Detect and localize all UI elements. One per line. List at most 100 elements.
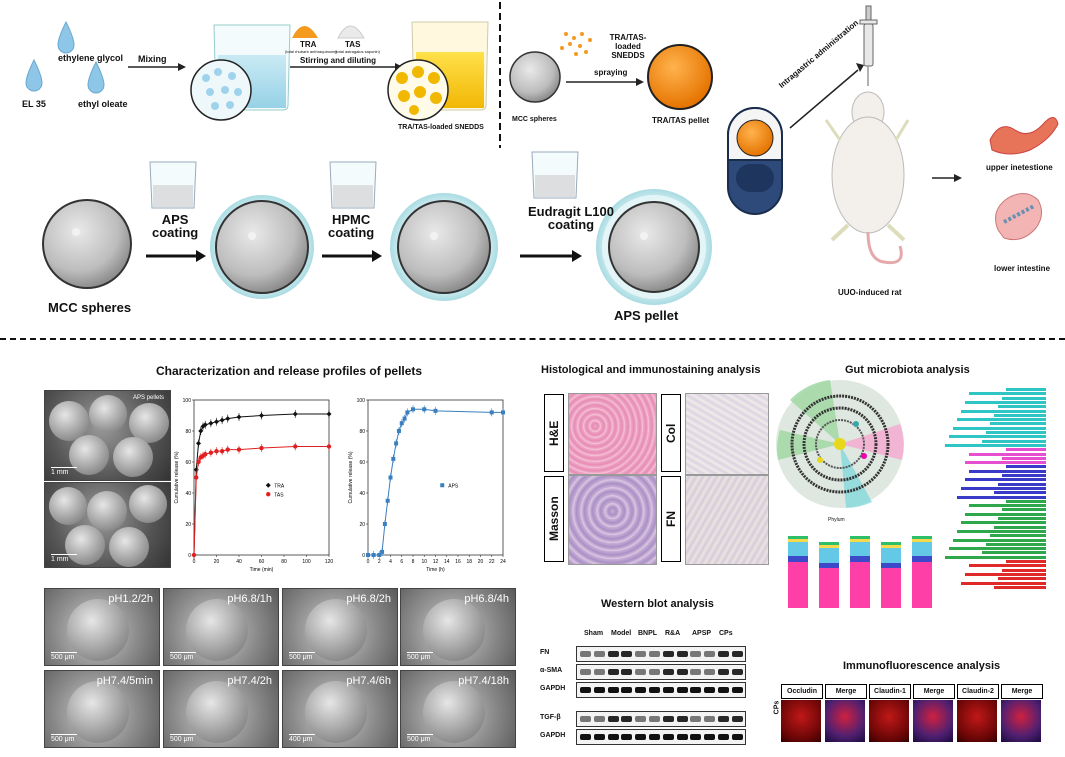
lefse-bar bbox=[957, 529, 1046, 533]
data-point bbox=[293, 444, 298, 449]
tra-label: TRA bbox=[300, 40, 317, 49]
lefse-bar bbox=[961, 521, 1046, 525]
lefse-bar bbox=[945, 443, 1046, 447]
sem-ph-scale: 500 μm bbox=[51, 736, 75, 743]
y-tick-label: 40 bbox=[359, 491, 365, 497]
sem-ph-scale: 400 μm bbox=[289, 736, 313, 743]
sem-scale-2: 1 mm bbox=[51, 556, 69, 563]
sem-scale-1: 1 mm bbox=[51, 469, 69, 476]
wb-group-label: Sham bbox=[584, 630, 604, 637]
lefse-bar bbox=[969, 392, 1046, 396]
mixing-label: Mixing bbox=[138, 54, 167, 64]
if-image bbox=[869, 700, 909, 742]
stirring-label: Stirring and diluting bbox=[300, 56, 376, 65]
hist-fn-image bbox=[685, 475, 769, 565]
spraying-label: spraying bbox=[594, 68, 628, 77]
sem-ph-label: pH1.2/2h bbox=[108, 593, 153, 605]
x-tick-label: 40 bbox=[236, 559, 242, 565]
data-point bbox=[259, 445, 264, 451]
phylum-bar bbox=[850, 536, 870, 608]
lefse-bar bbox=[969, 504, 1046, 508]
x-tick-label: 20 bbox=[478, 559, 484, 565]
x-tick-label: 60 bbox=[259, 559, 265, 565]
mcc-small-label: MCC spheres bbox=[512, 116, 557, 123]
data-point bbox=[405, 410, 410, 415]
sem-ph-label: pH7.4/18h bbox=[458, 675, 509, 687]
data-point bbox=[196, 440, 201, 446]
gut-title: Gut microbiota analysis bbox=[845, 364, 970, 376]
eudragit-coating-label: Eudragit L100 coating bbox=[528, 204, 614, 232]
lefse-bar bbox=[982, 439, 1046, 443]
lefse-bar bbox=[994, 585, 1046, 589]
data-point bbox=[382, 522, 387, 526]
cladogram-icon bbox=[776, 380, 904, 508]
y-tick-label: 100 bbox=[357, 398, 366, 404]
y-tick-label: 80 bbox=[359, 429, 365, 435]
if-image bbox=[957, 700, 997, 742]
data-point bbox=[391, 456, 396, 461]
y-tick-label: 80 bbox=[185, 429, 191, 435]
lefse-bar bbox=[949, 547, 1046, 551]
hist-col-image bbox=[685, 393, 769, 475]
x-tick-label: 120 bbox=[325, 559, 334, 565]
syringe-icon bbox=[859, 5, 878, 86]
lefse-bar bbox=[998, 405, 1046, 409]
data-point bbox=[326, 411, 332, 417]
if-column-label: Merge bbox=[1001, 684, 1043, 699]
sem-ph-label: pH6.8/4h bbox=[464, 593, 509, 605]
lefse-bar bbox=[953, 426, 1046, 430]
snedds-top-label: TRA/TAS-loaded SNEDDS bbox=[609, 33, 647, 60]
x-tick-label: 80 bbox=[281, 559, 287, 565]
x-tick-label: 8 bbox=[412, 559, 415, 565]
x-tick-label: 12 bbox=[433, 559, 439, 565]
data-point bbox=[208, 420, 214, 426]
data-point bbox=[203, 452, 208, 457]
if-column-label: Merge bbox=[913, 684, 955, 699]
lefse-bar bbox=[969, 469, 1046, 473]
data-point bbox=[198, 428, 204, 434]
phylum-bar bbox=[788, 536, 808, 608]
data-point bbox=[385, 498, 390, 503]
data-point bbox=[402, 416, 407, 421]
if-image bbox=[825, 700, 865, 742]
wb-strip bbox=[576, 682, 746, 698]
hpmc-coating-label: HPMC coating bbox=[328, 212, 375, 240]
series-line bbox=[368, 408, 503, 556]
histology-title: Histological and immunostaining analysis bbox=[541, 364, 761, 376]
if-column-label: Occludin bbox=[781, 684, 823, 699]
sem-ph-scale: 500 μm bbox=[289, 654, 313, 661]
lefse-bar bbox=[965, 400, 1046, 404]
rat-illustration bbox=[824, 91, 910, 265]
y-axis-label: Cumulative release (%) bbox=[348, 451, 354, 503]
lefse-bar bbox=[1002, 396, 1046, 400]
data-point bbox=[366, 553, 370, 557]
lefse-bar bbox=[957, 418, 1046, 422]
if-column-label: Claudin-1 bbox=[869, 684, 911, 699]
x-tick-label: 100 bbox=[302, 559, 311, 565]
wb-row-label: GAPDH bbox=[540, 732, 566, 739]
data-point bbox=[202, 422, 208, 428]
lefse-bar bbox=[965, 572, 1046, 576]
wb-row-label: FN bbox=[540, 649, 550, 656]
wb-row-label: GAPDH bbox=[540, 685, 566, 692]
hist-label-masson: Masson bbox=[544, 476, 564, 562]
x-tick-label: 2 bbox=[378, 559, 381, 565]
lefse-bar bbox=[994, 491, 1046, 495]
x-tick-label: 20 bbox=[214, 559, 220, 565]
wb-row-label: α-SMA bbox=[540, 667, 563, 674]
x-axis-label: Time (h) bbox=[426, 567, 445, 572]
data-point bbox=[191, 552, 197, 558]
wb-strip bbox=[576, 664, 746, 680]
y-tick-label: 40 bbox=[185, 491, 191, 497]
sem-ph-scale: 500 μm bbox=[170, 736, 194, 743]
lefse-bar bbox=[957, 495, 1046, 499]
y-tick-label: 0 bbox=[362, 553, 365, 559]
sem-tra-pellets-image: 1 mm bbox=[44, 482, 171, 568]
lefse-bar bbox=[1006, 499, 1046, 503]
lefse-bar bbox=[969, 564, 1046, 568]
uuo-label: UUO-induced rat bbox=[838, 288, 902, 297]
